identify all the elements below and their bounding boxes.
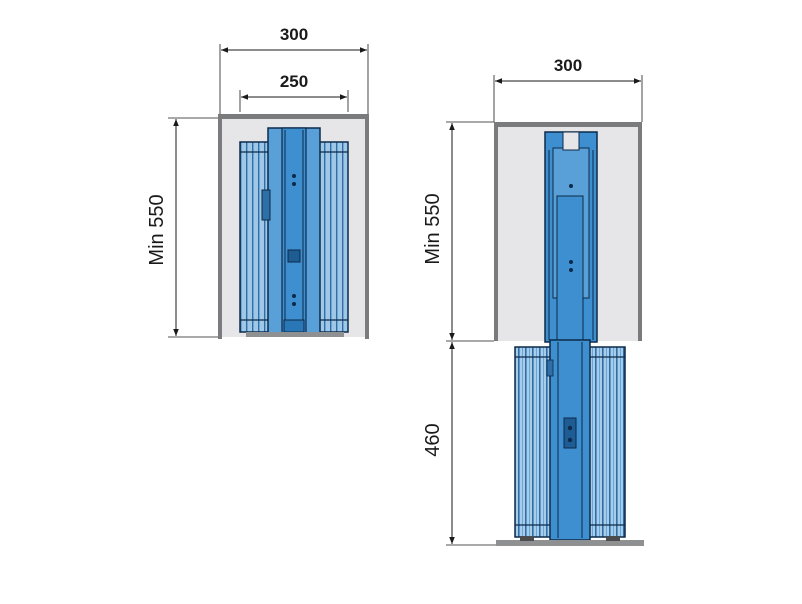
left-basket-unit [239,127,349,337]
right-width-dimension: 300 [493,56,643,122]
left-min-height-label: Min 550 [146,194,168,265]
left-inner-width-dimension: 250 [239,72,349,112]
right-extension-dimension: 460 [422,342,496,546]
left-width-dimension: 300 [219,25,369,115]
left-view: 300 250 Min 550 [146,25,369,339]
right-height-dimension: Min 550 [422,121,494,342]
left-outer-width-label: 300 [280,25,308,44]
right-extension-label: 460 [422,423,444,456]
right-view: 300 Min 550 460 [422,56,644,546]
left-height-dimension: Min 550 [146,117,218,338]
right-min-height-label: Min 550 [422,193,444,264]
right-outer-width-label: 300 [554,56,582,75]
right-basket-unit [496,339,644,546]
left-inner-width-label: 250 [280,72,308,91]
right-mechanism-column [544,131,598,343]
